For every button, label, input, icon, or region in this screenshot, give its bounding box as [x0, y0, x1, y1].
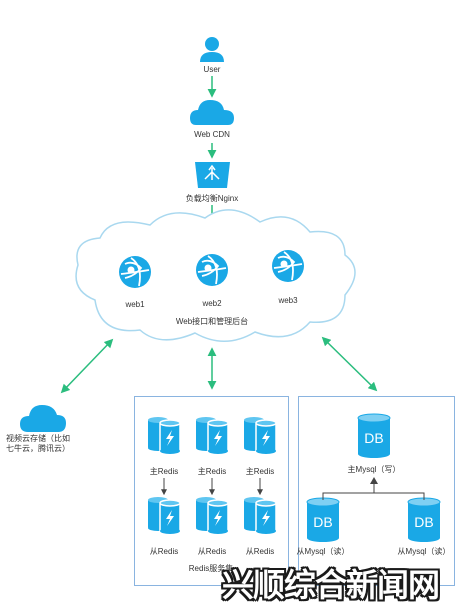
- web1-label: web1: [125, 300, 145, 309]
- redis-master-2-label: 主Redis: [197, 467, 227, 476]
- mysql-master-db-text: DB: [364, 430, 384, 446]
- redis-slave-2-label: 从Redis: [197, 547, 227, 556]
- mysql-slave-right-label: 从Mysql（读）: [397, 547, 451, 556]
- cdn-cloud-icon: [190, 100, 234, 125]
- load-balancer-icon: [195, 162, 230, 188]
- mysql-master-label: 主Mysql（写）: [347, 465, 401, 474]
- nginx-label: 负载均衡Nginx: [185, 194, 239, 203]
- redis-master-3-label: 主Redis: [245, 467, 275, 476]
- storage-label: 视频云存储（比如 七牛云，腾讯云）: [6, 434, 70, 453]
- cdn-label: Web CDN: [194, 130, 230, 139]
- watermark-text: 兴顺综合新闻网: [222, 566, 440, 604]
- web-cluster-label: Web接口和管理后台: [175, 317, 249, 326]
- redis-slave-3-label: 从Redis: [245, 547, 275, 556]
- mysql-slave-left-label: 从Mysql（读）: [296, 547, 350, 556]
- mysql-group-box: [298, 396, 455, 586]
- user-label: User: [203, 65, 221, 74]
- redis-group-label: Redis服务集: [188, 564, 234, 573]
- web2-icon: [195, 253, 229, 287]
- web3-label: web3: [278, 296, 298, 305]
- redis-master-1-label: 主Redis: [149, 467, 179, 476]
- web3-icon: [271, 249, 305, 283]
- edge-web-mysql: [321, 336, 378, 392]
- user-icon: [200, 37, 224, 62]
- edge-web-storage: [60, 338, 114, 394]
- mysql-slave-right-db-text: DB: [414, 514, 434, 530]
- redis-group-box: [134, 396, 289, 586]
- storage-cloud-icon: [20, 405, 66, 432]
- mysql-slave-left-db-text: DB: [313, 514, 333, 530]
- redis-slave-1-label: 从Redis: [149, 547, 179, 556]
- web1-icon: [118, 255, 152, 289]
- web2-label: web2: [202, 299, 222, 308]
